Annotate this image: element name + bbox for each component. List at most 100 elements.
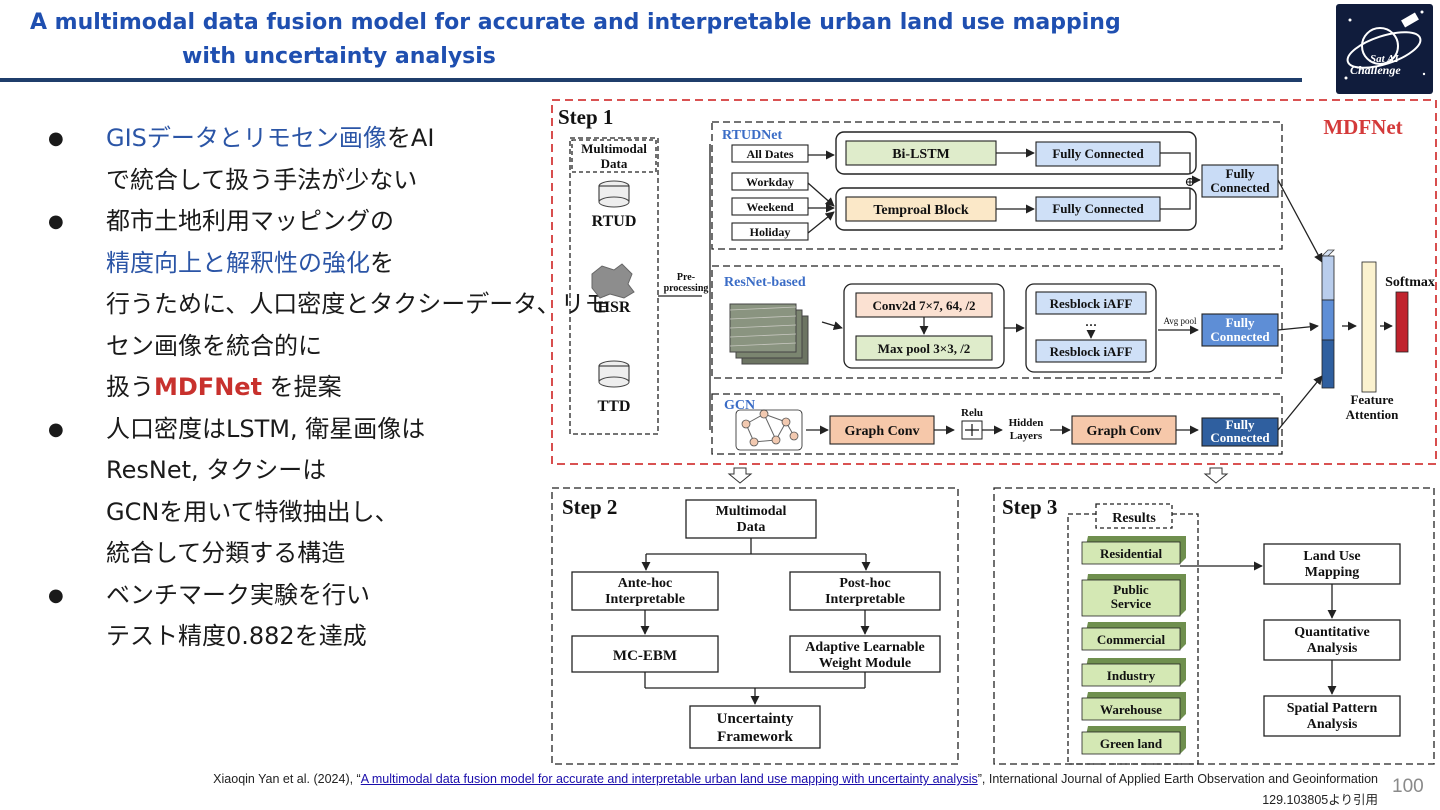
results-header [1095, 503, 1173, 529]
page-number: 100 [1392, 776, 1424, 797]
ante-hoc-label: Ante-hoc [618, 576, 672, 591]
bullet-text: 行うために、人口密度とタクシーデータ、リモ [106, 290, 609, 318]
graph-node-icon [771, 435, 781, 445]
hidden-layers-label: Hidden [1009, 417, 1044, 429]
slide-title-line-2: with uncertainty analysis [182, 44, 496, 69]
bullet-text: ResNet, タクシーは [106, 456, 327, 484]
down-arrow-icon [727, 467, 753, 484]
graph-node-icon [789, 431, 799, 441]
bullet-4-line-2: テスト精度0.882を達成 [48, 616, 548, 658]
sat-ai-challenge-logo: Sat AI Challenge [1336, 4, 1433, 94]
bullet-text: を [370, 248, 394, 277]
multimodal-data-box [569, 137, 659, 435]
bullet-text: テスト精度0.882を達成 [106, 622, 367, 650]
class-chip-1 [1081, 579, 1181, 617]
step2-label: Step 2 [562, 495, 617, 519]
resblock-block [1035, 291, 1147, 315]
bullet-text: GCNを用いて特徴抽出し、 [106, 497, 399, 526]
class-label: Residential [1100, 546, 1163, 561]
graph-node-icon [781, 417, 791, 427]
bullet-3-line-3: GCNを用いて特徴抽出し、 [48, 492, 548, 534]
bullet-text: 扱う [106, 373, 154, 401]
conv2d-label: Conv2d 7×7, 64, /2 [872, 298, 975, 313]
multimodal-data-title: Multimodal [581, 141, 647, 156]
temporal-input-label: Workday [746, 175, 794, 189]
s2-data-label: Multimodal [716, 504, 787, 519]
uncertainty-label: Framework [717, 729, 793, 745]
rtud-label: RTUD [592, 213, 637, 230]
fc-block-gcn [1201, 417, 1279, 447]
fc-label: Connected [1210, 430, 1270, 445]
bullet-text: で統合して扱う手法が少ない [106, 165, 418, 194]
mc-ebm-label: MC-EBM [613, 648, 677, 664]
map-icon [591, 263, 635, 299]
bullet-text: 都市土地利用マッピングの [106, 207, 394, 235]
mdfnet-label: MDFNet [1323, 115, 1402, 139]
citation-author: Xiaoqin Yan et al. (2024), “ [213, 772, 361, 786]
bullet-text: 精度向上と解釈性の強化 [106, 248, 370, 277]
graph-edge [763, 413, 777, 441]
class-label: Commercial [1097, 632, 1166, 647]
temporal-block [845, 196, 997, 222]
graph-frame [735, 409, 803, 451]
post-hoc-label: Interpretable [825, 592, 905, 607]
land-use-mapping-label: Mapping [1305, 565, 1359, 580]
bullet-2-line-1: ● 都市土地利用マッピングの [48, 201, 548, 243]
bullet-1-line-1: ●GISデータとリモセン画像をAI [48, 118, 548, 160]
connector-arrow [1277, 375, 1323, 431]
bullet-3-line-4: 統合して分類する構造 [48, 533, 548, 575]
bullet-text: 人口密度はLSTM, 衛星画像は [106, 414, 426, 443]
connector-line [1160, 188, 1191, 210]
graph-node-icon [759, 409, 769, 419]
class-label: Green land [1100, 736, 1163, 751]
softmax-bar [1395, 291, 1409, 353]
graph-node-icon [749, 437, 759, 447]
temporal-input-label: All Dates [747, 147, 794, 161]
citation-journal: ”, International Journal of Applied Eart… [977, 772, 1378, 786]
satellite-image-icon [729, 303, 797, 353]
fc-block-rtudnet [1201, 164, 1279, 198]
citation-link[interactable]: A multimodal data fusion model for accur… [360, 772, 978, 786]
resnet-label: ResNet-based [724, 275, 806, 290]
fc-label: Connected [1210, 180, 1270, 195]
step2-frame [551, 487, 959, 765]
preprocessing-label: Pre- [677, 272, 695, 283]
s2-data-label: Data [737, 520, 766, 535]
multimodal-data-header [571, 139, 657, 173]
bullet-marker-icon: ● [48, 584, 64, 606]
graph-conv-block-2 [1071, 415, 1177, 445]
class-chip-5 [1081, 731, 1181, 755]
concat-icon: ⊕ [1185, 174, 1196, 189]
results-label: Results [1112, 511, 1156, 526]
class-chip-4 [1081, 697, 1181, 721]
resblock-label: Resblock iAFF [1050, 296, 1133, 311]
quantitative-box [1263, 619, 1401, 661]
bullet-2-line-3: 行うために、人口密度とタクシーデータ、リモ [48, 284, 609, 326]
road-line [729, 333, 797, 338]
feature-bar-segment [1321, 299, 1335, 341]
road-line [729, 315, 797, 320]
fc-block-resnet [1201, 313, 1279, 347]
temporal-input-label: Weekend [746, 200, 794, 214]
temporal-input-box [731, 197, 809, 216]
bullet-text: ベンチマーク実験を行い [106, 580, 370, 609]
temporal-input-box [731, 222, 809, 241]
bullet-marker-icon: ● [48, 211, 64, 232]
bilstm-label: Bi-LSTM [892, 147, 950, 162]
bullet-2-line-5: 扱うMDFNet を提案 [48, 367, 548, 409]
temporal-input-box [731, 172, 809, 191]
connector-arrow [807, 182, 835, 207]
class-label: Warehouse [1100, 702, 1162, 717]
adaptive-box [789, 635, 941, 673]
rtudnet-label: RTUDNet [722, 128, 783, 143]
post-hoc-box [789, 571, 941, 611]
road-line [729, 306, 797, 311]
class-chip-3 [1081, 663, 1181, 687]
graph-node-icon [741, 419, 751, 429]
maxpool-block [855, 335, 993, 361]
quantitative-label: Quantitative [1294, 625, 1369, 640]
citation-line-2: 129.103805より引用 [1262, 793, 1378, 807]
ante-hoc-label: Interpretable [605, 592, 685, 607]
bullet-3-line-2: ResNet, タクシーは [48, 450, 548, 492]
